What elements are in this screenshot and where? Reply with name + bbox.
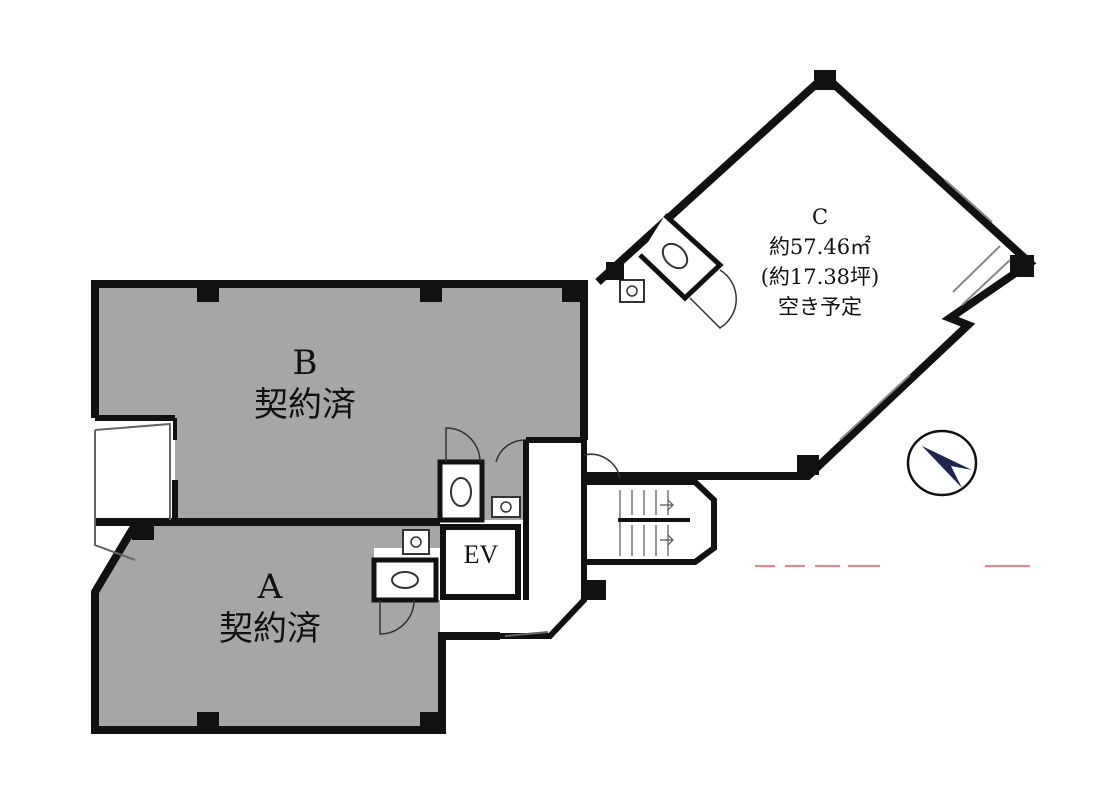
unit-c-area: 約57.46㎡	[768, 235, 872, 259]
unit-a-label: A 契約済	[170, 566, 370, 650]
door-swing-icon	[379, 599, 415, 635]
sink-icon	[619, 279, 645, 303]
unit-b-id: B	[292, 343, 318, 383]
toilet-icon	[391, 571, 419, 589]
unit-a-walls	[91, 522, 500, 734]
unit-c-toilet	[638, 213, 724, 302]
elevator-shaft	[440, 524, 521, 600]
stairs-icon	[618, 490, 690, 556]
sink-icon	[402, 529, 430, 555]
left-window-frame	[94, 422, 171, 561]
unit-b-status: 契約済	[254, 385, 356, 425]
unit-a-status: 契約済	[219, 609, 321, 649]
unit-b-toilet	[437, 459, 485, 523]
unit-a-area	[95, 525, 442, 730]
stairs-enclosure	[584, 479, 717, 565]
unit-a-id: A	[257, 567, 283, 607]
pillars	[132, 70, 1034, 730]
unit-c-tsubo: (約17.38坪)	[760, 265, 880, 289]
toilet-icon	[450, 477, 472, 507]
unit-a-toilet	[371, 557, 439, 603]
door-swing-icon	[445, 427, 481, 463]
unit-c-status: 空き予定	[778, 295, 862, 319]
unit-b-label: B 契約済	[205, 342, 405, 426]
toilet-icon	[661, 242, 689, 270]
door-swing-icon	[689, 269, 737, 329]
door-swing-icon	[495, 439, 527, 463]
compass-north-arrow-icon	[906, 429, 978, 497]
sink-icon	[491, 496, 521, 518]
unit-c-id: C	[811, 205, 829, 229]
corridor-walls	[500, 437, 587, 639]
elevator-label: EV	[463, 540, 499, 569]
unit-c-label: C 約57.46㎡ (約17.38坪) 空き予定	[740, 202, 900, 322]
window-icon	[839, 179, 1011, 441]
unit-b-walls	[91, 280, 588, 440]
